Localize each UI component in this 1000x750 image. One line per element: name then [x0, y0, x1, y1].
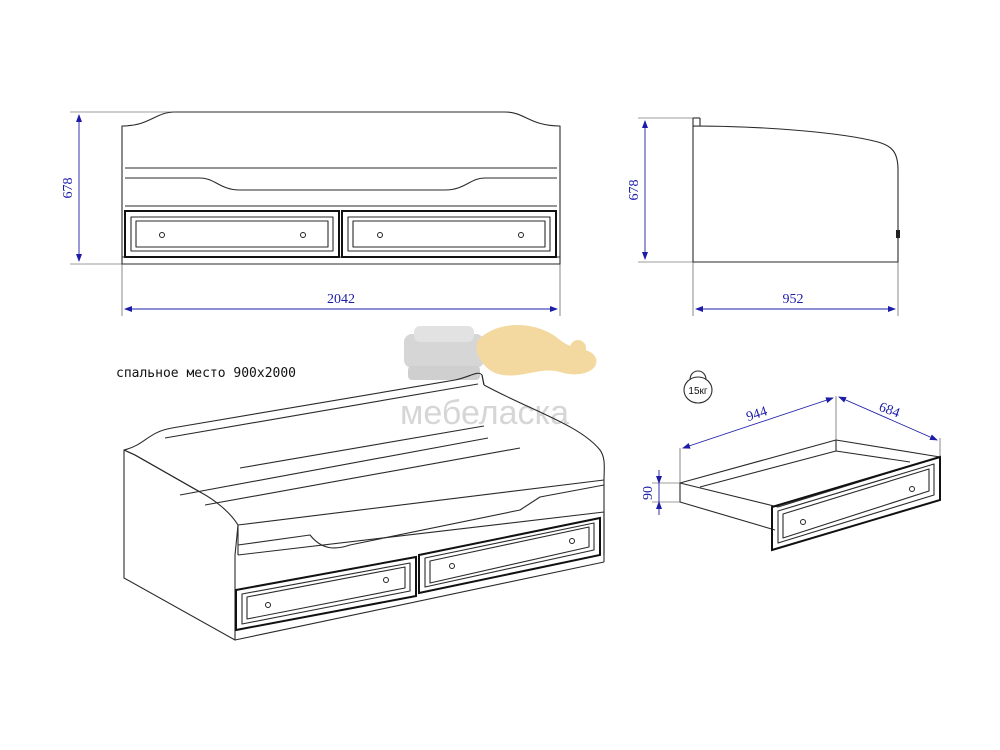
side-depth-dimension: 952 [783, 292, 804, 307]
front-view: 678 2042 [61, 111, 561, 316]
drawer-width-dimension: 944 [745, 404, 770, 425]
front-drawer-right [341, 210, 557, 258]
front-width-dimension: 2042 [327, 292, 355, 307]
iso-drawer-left [235, 555, 417, 632]
drawer-depth-dimension: 684 [877, 400, 902, 421]
watermark-brand-text: мебеласка [400, 394, 569, 432]
front-drawer-left [124, 210, 340, 258]
sofa-icon [404, 326, 484, 380]
kettlebell-icon: 15кг [683, 370, 713, 404]
drawer-front-panel [771, 455, 941, 552]
side-view: 678 952 [627, 117, 900, 316]
side-drawer-handle [896, 230, 900, 238]
iso-back-panel [123, 372, 485, 451]
iso-right-end [483, 384, 605, 555]
drawer-view: 15кг 944 684 90 [641, 370, 941, 552]
front-outline [121, 111, 561, 265]
watermark-logo: мебеласка [400, 324, 597, 432]
iso-drawer-right [418, 516, 601, 595]
cat-silhouette-icon [476, 324, 597, 376]
side-outline [692, 125, 899, 263]
front-height-dimension: 678 [61, 178, 76, 199]
weight-label: 15кг [688, 386, 707, 397]
side-height-dimension: 678 [627, 180, 642, 201]
sleeping-place-caption: спальное место 900х2000 [116, 366, 296, 381]
drawer-height-dimension: 90 [641, 486, 656, 500]
iso-left-end [123, 449, 239, 641]
isometric-view: спальное место 900х2000 [116, 366, 605, 641]
